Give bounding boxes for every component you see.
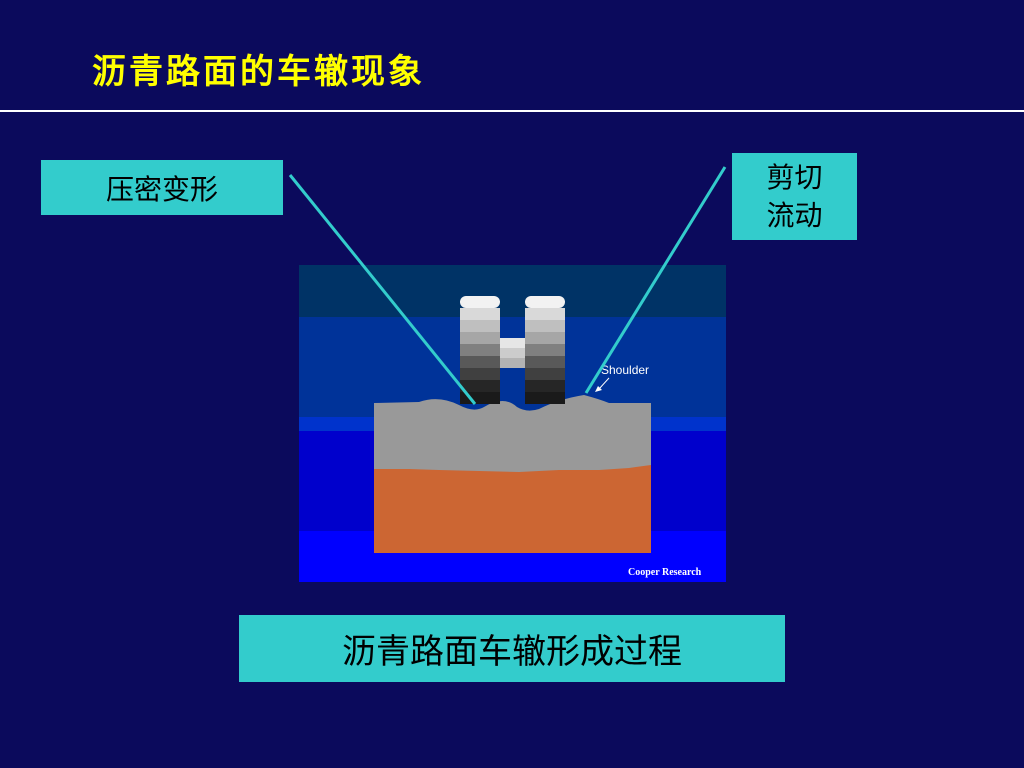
left-tire	[460, 296, 500, 404]
asphalt-layer	[374, 395, 651, 472]
title-divider	[0, 110, 1024, 112]
base-layer	[374, 465, 651, 553]
label-compaction-text: 压密变形	[105, 172, 218, 206]
tire-axle	[500, 338, 525, 368]
label-shear-line1: 剪切	[766, 160, 823, 194]
rutting-figure: Shoulder Cooper Research	[299, 265, 726, 582]
figure-caption: 沥青路面车辙形成过程	[239, 615, 785, 682]
bg-band-top	[299, 265, 726, 317]
label-shear-flow: 剪切 流动	[732, 153, 857, 240]
shoulder-label: Shoulder	[601, 363, 649, 377]
slide-title: 沥青路面的车辙现象	[92, 52, 425, 92]
rutting-diagram: Shoulder Cooper Research	[299, 265, 726, 582]
right-tire	[525, 296, 565, 404]
figure-credit: Cooper Research	[628, 567, 702, 578]
label-compaction-deformation: 压密变形	[41, 160, 283, 215]
label-shear-line2: 流动	[766, 198, 823, 232]
caption-text: 沥青路面车辙形成过程	[342, 632, 682, 672]
